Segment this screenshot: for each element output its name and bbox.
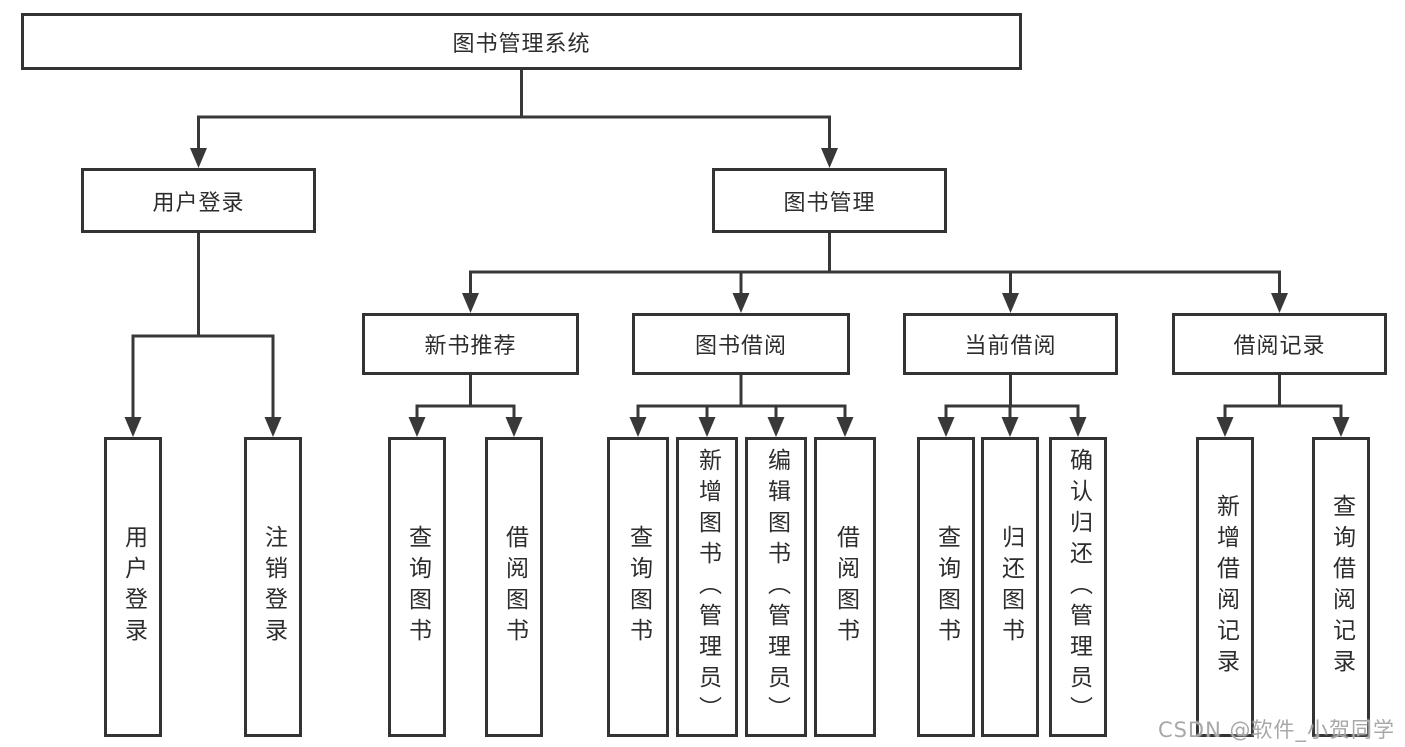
leaf-current-query-books-label: 查询图书 — [933, 525, 960, 649]
node-title-label: 图书管理系统 — [452, 31, 591, 57]
leaf-newbook-query-books-label: 查询图书 — [404, 525, 431, 649]
node-book-borrow: 图书借阅 — [632, 313, 850, 375]
node-book-management: 图书管理 — [712, 168, 947, 233]
node-user-login-label: 用户登录 — [152, 190, 245, 216]
leaf-current-return-books-label: 归还图书 — [997, 525, 1024, 649]
leaf-record-query-borrow-record-label: 查询借阅记录 — [1328, 494, 1355, 680]
node-book-management-label: 图书管理 — [783, 190, 876, 216]
leaf-logout: 注销登录 — [244, 437, 302, 737]
leaf-logout-label: 注销登录 — [260, 525, 287, 649]
node-title: 图书管理系统 — [21, 13, 1022, 70]
leaf-record-add-borrow-record: 新增借阅记录 — [1196, 437, 1254, 737]
node-current-borrow: 当前借阅 — [903, 313, 1118, 375]
node-new-book-recommend-label: 新书推荐 — [424, 334, 517, 359]
leaf-user-login-label: 用户登录 — [120, 525, 147, 649]
node-current-borrow-label: 当前借阅 — [964, 334, 1057, 359]
leaf-record-query-borrow-record: 查询借阅记录 — [1312, 437, 1370, 737]
node-book-borrow-label: 图书借阅 — [694, 334, 787, 359]
csdn-watermark: CSDN @软件_小贺同学 — [1157, 718, 1395, 742]
node-borrow-record-label: 借阅记录 — [1233, 334, 1326, 359]
node-borrow-record: 借阅记录 — [1172, 313, 1387, 375]
leaf-current-confirm-return-admin-label: 确认归还（管理员） — [1065, 447, 1092, 727]
leaf-borrow-edit-books-admin: 编辑图书（管理员） — [745, 437, 807, 737]
node-new-book-recommend: 新书推荐 — [362, 313, 579, 375]
leaf-current-confirm-return-admin: 确认归还（管理员） — [1049, 437, 1107, 737]
leaf-borrow-borrow-books: 借阅图书 — [814, 437, 876, 737]
leaf-newbook-borrow-books-label: 借阅图书 — [501, 525, 528, 649]
leaf-current-return-books: 归还图书 — [981, 437, 1039, 737]
leaf-borrow-edit-books-admin-label: 编辑图书（管理员） — [763, 447, 790, 727]
leaf-borrow-query-books-label: 查询图书 — [625, 525, 652, 649]
leaf-record-add-borrow-record-label: 新增借阅记录 — [1212, 494, 1239, 680]
leaf-user-login: 用户登录 — [104, 437, 162, 737]
leaf-borrow-add-books-admin-label: 新增图书（管理员） — [694, 447, 721, 727]
leaf-current-query-books: 查询图书 — [917, 437, 975, 737]
leaf-newbook-borrow-books: 借阅图书 — [485, 437, 543, 737]
leaf-borrow-borrow-books-label: 借阅图书 — [832, 525, 859, 649]
leaf-borrow-query-books: 查询图书 — [607, 437, 669, 737]
leaf-borrow-add-books-admin: 新增图书（管理员） — [676, 437, 738, 737]
node-user-login: 用户登录 — [81, 168, 316, 233]
leaf-newbook-query-books: 查询图书 — [388, 437, 446, 737]
